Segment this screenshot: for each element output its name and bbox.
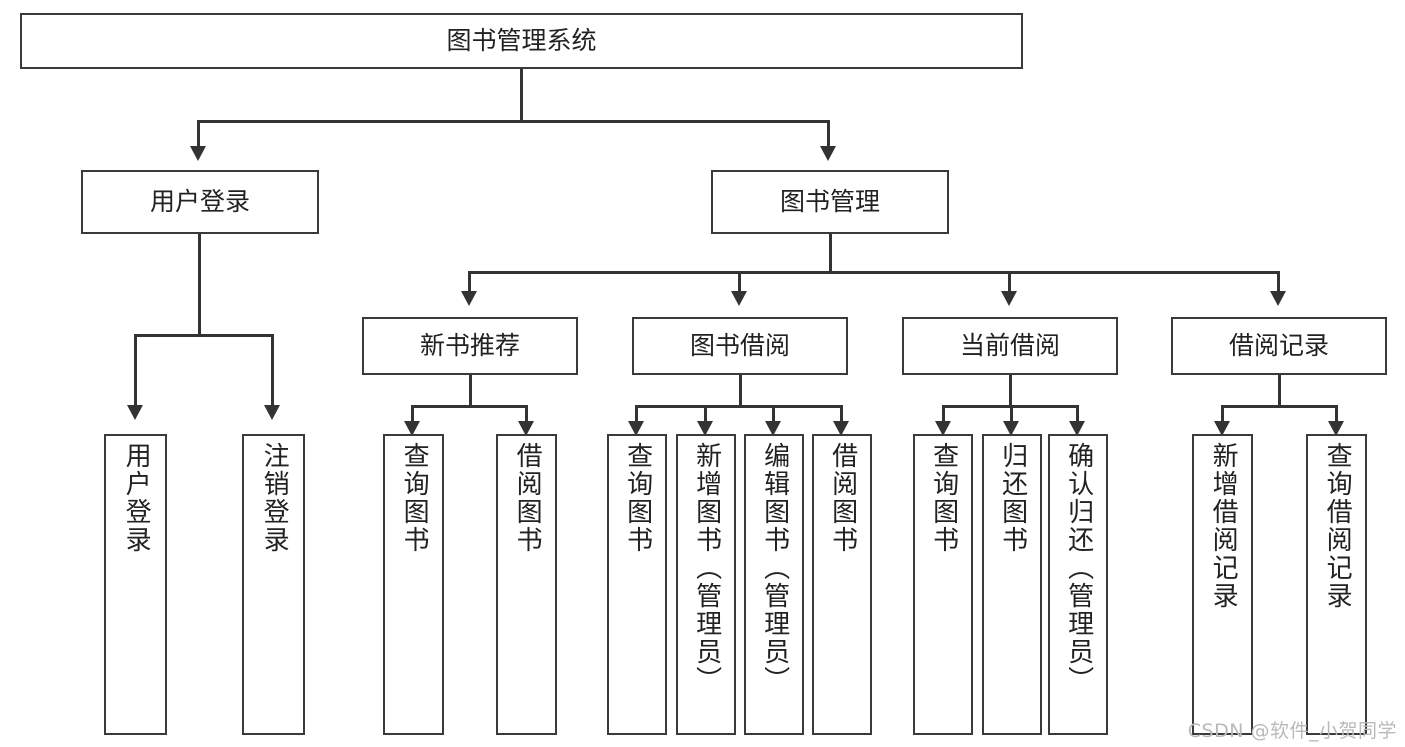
node-label: 确认归还（管理员） [1063,442,1094,694]
node-root-system[interactable]: 图书管理系统 [20,13,1023,69]
leaf-cb-confirm-return[interactable]: 确认归还（管理员） [1048,434,1108,735]
node-label: 归还图书 [997,442,1028,554]
node-book-borrow[interactable]: 图书借阅 [632,317,848,375]
connector-bb-drop-3 [772,405,775,423]
node-label: 当前借阅 [959,331,1060,360]
arrowhead-br-leaf-2 [1328,421,1344,436]
node-label: 查询图书 [622,442,653,554]
node-borrow-record[interactable]: 借阅记录 [1171,317,1387,375]
node-label: 借阅图书 [512,442,543,554]
connector-book-borrow-stem [739,375,742,407]
leaf-bb-borrow-book[interactable]: 借阅图书 [812,434,872,735]
connector-root-to-book-mgmt [827,120,830,148]
leaf-nb-borrow-book[interactable]: 借阅图书 [496,434,557,735]
arrowhead-cb-leaf-2 [1003,421,1019,436]
node-label: 查询图书 [928,442,959,554]
arrowhead-bb-leaf-3 [765,421,781,436]
connector-cb-drop-2 [1010,405,1013,423]
csdn-watermark: CSDN @软件_小贺同学 [1187,720,1397,742]
connector-root-bus [197,120,829,123]
arrowhead-book-borrow [731,291,747,306]
connector-new-book-stem [469,375,472,407]
leaf-logout[interactable]: 注销登录 [242,434,305,735]
connector-new-book-drop-2 [525,405,528,423]
arrowhead-bb-leaf-2 [697,421,713,436]
node-label: 图书管理系统 [446,26,597,55]
connector-bb-drop-1 [635,405,638,423]
connector-to-current-borrow [1008,271,1011,293]
arrowhead-nb-leaf-2 [518,421,534,436]
connector-user-login-stem [198,234,201,336]
connector-bb-drop-2 [704,405,707,423]
node-new-book-recommend[interactable]: 新书推荐 [362,317,578,375]
node-user-login[interactable]: 用户登录 [81,170,319,234]
connector-book-mgmt-stem [829,234,832,273]
arrowhead-leaf-logout [264,405,280,420]
connector-to-borrow-record [1277,271,1280,293]
node-label: 编辑图书（管理员） [759,442,790,694]
arrowhead-bb-leaf-1 [628,421,644,436]
arrowhead-user-login [190,146,206,161]
connector-root-to-user-login [197,120,200,148]
node-label: 用户登录 [121,442,152,554]
node-label: 用户登录 [149,187,250,216]
node-label: 图书管理 [779,187,880,216]
connector-level3-bus [468,271,1280,274]
connector-to-new-book [468,271,471,293]
connector-to-book-borrow [738,271,741,293]
connector-borrow-record-bus [1221,405,1338,408]
arrowhead-br-leaf-1 [1214,421,1230,436]
node-label: 图书借阅 [689,331,790,360]
connector-root-stem [520,69,523,122]
connector-br-drop-2 [1335,405,1338,423]
arrowhead-cb-leaf-1 [935,421,951,436]
connector-cb-drop-1 [942,405,945,423]
leaf-bb-query-book[interactable]: 查询图书 [607,434,667,735]
node-label: 查询图书 [399,442,430,554]
arrowhead-nb-leaf-1 [404,421,420,436]
leaf-cb-query-book[interactable]: 查询图书 [913,434,973,735]
leaf-bb-add-book[interactable]: 新增图书（管理员） [676,434,736,735]
arrowhead-current-borrow [1001,291,1017,306]
leaf-nb-query-book[interactable]: 查询图书 [383,434,444,735]
node-label: 查询借阅记录 [1322,442,1353,610]
leaf-user-login[interactable]: 用户登录 [104,434,167,735]
node-label: 新增图书（管理员） [691,442,722,694]
node-label: 新书推荐 [419,331,520,360]
node-label: 借阅记录 [1228,331,1329,360]
arrowhead-bb-leaf-4 [833,421,849,436]
leaf-cb-return-book[interactable]: 归还图书 [982,434,1042,735]
connector-current-borrow-stem [1009,375,1012,407]
arrowhead-book-mgmt [820,146,836,161]
arrowhead-leaf-user-login [127,405,143,420]
node-label: 新增借阅记录 [1208,442,1239,610]
arrowhead-cb-leaf-3 [1069,421,1085,436]
leaf-br-add-record[interactable]: 新增借阅记录 [1192,434,1253,735]
connector-br-drop-1 [1221,405,1224,423]
connector-user-login-drop-1 [134,334,137,407]
connector-book-borrow-bus [635,405,842,408]
connector-user-login-drop-2 [271,334,274,407]
connector-new-book-drop-1 [411,405,414,423]
connector-user-login-bus [134,334,274,337]
node-current-borrow[interactable]: 当前借阅 [902,317,1118,375]
node-book-management[interactable]: 图书管理 [711,170,949,234]
leaf-bb-edit-book[interactable]: 编辑图书（管理员） [744,434,804,735]
connector-cb-drop-3 [1076,405,1079,423]
connector-new-book-bus [411,405,528,408]
node-label: 借阅图书 [827,442,858,554]
connector-bb-drop-4 [840,405,843,423]
leaf-br-query-record[interactable]: 查询借阅记录 [1306,434,1367,735]
arrowhead-new-book [461,291,477,306]
arrowhead-borrow-record [1270,291,1286,306]
node-label: 注销登录 [259,442,290,554]
connector-borrow-record-stem [1278,375,1281,407]
